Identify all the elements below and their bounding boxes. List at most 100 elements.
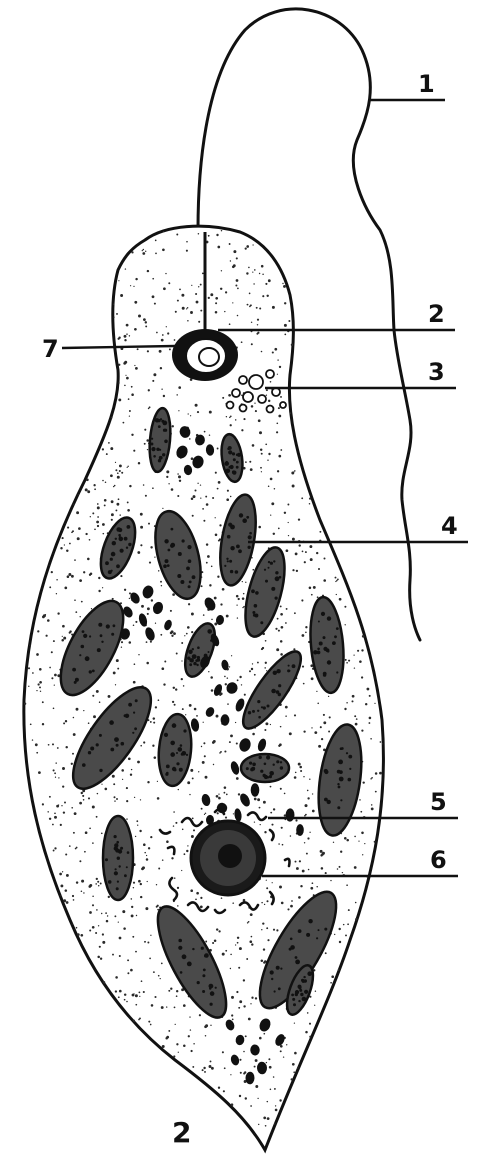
chloroplast-texture — [276, 760, 279, 763]
chloroplast-texture — [192, 575, 196, 579]
chloroplast-texture — [290, 945, 295, 950]
chloroplast-texture — [193, 662, 196, 665]
chloroplast-texture — [232, 452, 235, 455]
chloroplast-texture — [165, 773, 168, 776]
chloroplast-texture — [166, 765, 170, 769]
chloroplast-texture — [116, 564, 120, 568]
chloroplast-texture — [280, 761, 282, 763]
chloroplast-texture — [133, 712, 135, 714]
chloroplast-texture — [112, 541, 116, 545]
chloroplast-texture — [226, 469, 231, 474]
chloroplast-texture — [180, 580, 184, 584]
chloroplast-texture — [124, 537, 128, 541]
chloroplast-texture — [119, 865, 121, 867]
chloroplast-texture — [209, 984, 214, 989]
chloroplast-texture — [249, 532, 252, 535]
chloroplast-texture — [340, 799, 342, 801]
chloroplast-texture — [229, 560, 232, 563]
chloroplast-texture — [99, 769, 102, 772]
chloroplast-texture — [83, 634, 87, 638]
chloroplast-texture — [178, 747, 183, 752]
chloroplast-texture — [164, 539, 168, 543]
chloroplast-texture — [176, 752, 178, 754]
chloroplast-texture — [252, 763, 256, 767]
chloroplast-texture — [318, 621, 320, 623]
chloroplast-texture — [232, 471, 236, 475]
chloroplast-texture — [97, 648, 101, 652]
chloroplast-texture — [116, 887, 119, 890]
chloroplast-texture — [259, 756, 262, 759]
chloroplast-texture — [255, 591, 259, 595]
chloroplast-texture — [105, 858, 108, 861]
chloroplast-texture — [292, 664, 296, 668]
chloroplast-texture — [197, 981, 200, 984]
chloroplast-texture — [89, 670, 92, 673]
chloroplast-texture — [246, 767, 249, 770]
chloroplast-texture — [162, 453, 165, 456]
chloroplast-texture — [275, 576, 280, 581]
chloroplast-texture — [308, 919, 312, 923]
chloroplast-texture — [111, 552, 116, 557]
chloroplast-texture — [323, 636, 326, 639]
chloroplast-texture — [291, 994, 294, 997]
chloroplast-texture — [176, 762, 179, 765]
chloroplast-texture — [124, 874, 127, 877]
chloroplast-texture — [246, 516, 249, 519]
chloroplast-texture — [266, 755, 270, 759]
chloroplast-texture — [172, 767, 176, 771]
chloroplast-texture — [132, 732, 134, 734]
chloroplast-texture — [98, 623, 102, 627]
chloroplast-texture — [126, 866, 128, 868]
chloroplast-texture — [128, 543, 131, 546]
chloroplast-texture — [180, 971, 183, 974]
chloroplast-texture — [254, 604, 258, 608]
chloroplast-texture — [257, 700, 260, 703]
chloroplast-texture — [188, 585, 191, 588]
chloroplast-texture — [323, 673, 326, 676]
chloroplast-texture — [164, 440, 168, 444]
chloroplast-texture — [349, 768, 351, 770]
chloroplast-texture — [82, 763, 86, 767]
chloroplast-texture — [189, 581, 192, 584]
chloroplast-texture — [337, 806, 340, 809]
chloroplast-texture — [92, 670, 95, 673]
chloroplast-texture — [280, 968, 282, 970]
chloroplast-texture — [249, 762, 252, 765]
chloroplast-texture — [109, 720, 114, 725]
chloroplast-texture — [170, 741, 175, 746]
chloroplast-texture — [251, 767, 255, 771]
chloroplast-texture — [201, 947, 204, 950]
chloroplast-texture — [276, 966, 280, 970]
chloroplast-texture — [236, 545, 240, 549]
chloroplast-texture — [114, 871, 118, 875]
chloroplast-texture — [182, 539, 185, 542]
chloroplast-texture — [119, 536, 121, 538]
chloroplast-texture — [170, 544, 174, 548]
chloroplast-texture — [116, 744, 119, 747]
chloroplast-texture — [324, 770, 328, 774]
chloroplast-texture — [124, 714, 127, 717]
chloroplast-texture — [230, 546, 234, 550]
chloroplast-texture — [323, 647, 327, 651]
chloroplast-texture — [242, 518, 247, 523]
chloroplast-texture — [226, 461, 228, 463]
chloroplast-texture — [106, 624, 110, 628]
chloroplast-texture — [303, 976, 305, 978]
nucleus — [191, 821, 265, 895]
figure-caption: 2 — [172, 1116, 191, 1149]
chloroplast-texture — [253, 614, 256, 617]
chloroplast-texture — [227, 535, 231, 539]
chloroplast-texture — [224, 565, 226, 567]
chloroplast-texture — [348, 755, 352, 759]
chloroplast-texture — [295, 956, 298, 959]
chloroplast-texture — [269, 771, 274, 776]
chloroplast-texture — [114, 843, 118, 847]
chloroplast-texture — [276, 669, 280, 673]
chloroplast-texture — [258, 716, 261, 719]
chloroplast-texture — [204, 953, 209, 958]
chloroplast-texture — [188, 559, 192, 563]
chloroplast-texture — [264, 763, 267, 766]
chloroplast-texture — [116, 841, 119, 844]
chloroplast-texture — [227, 560, 229, 562]
